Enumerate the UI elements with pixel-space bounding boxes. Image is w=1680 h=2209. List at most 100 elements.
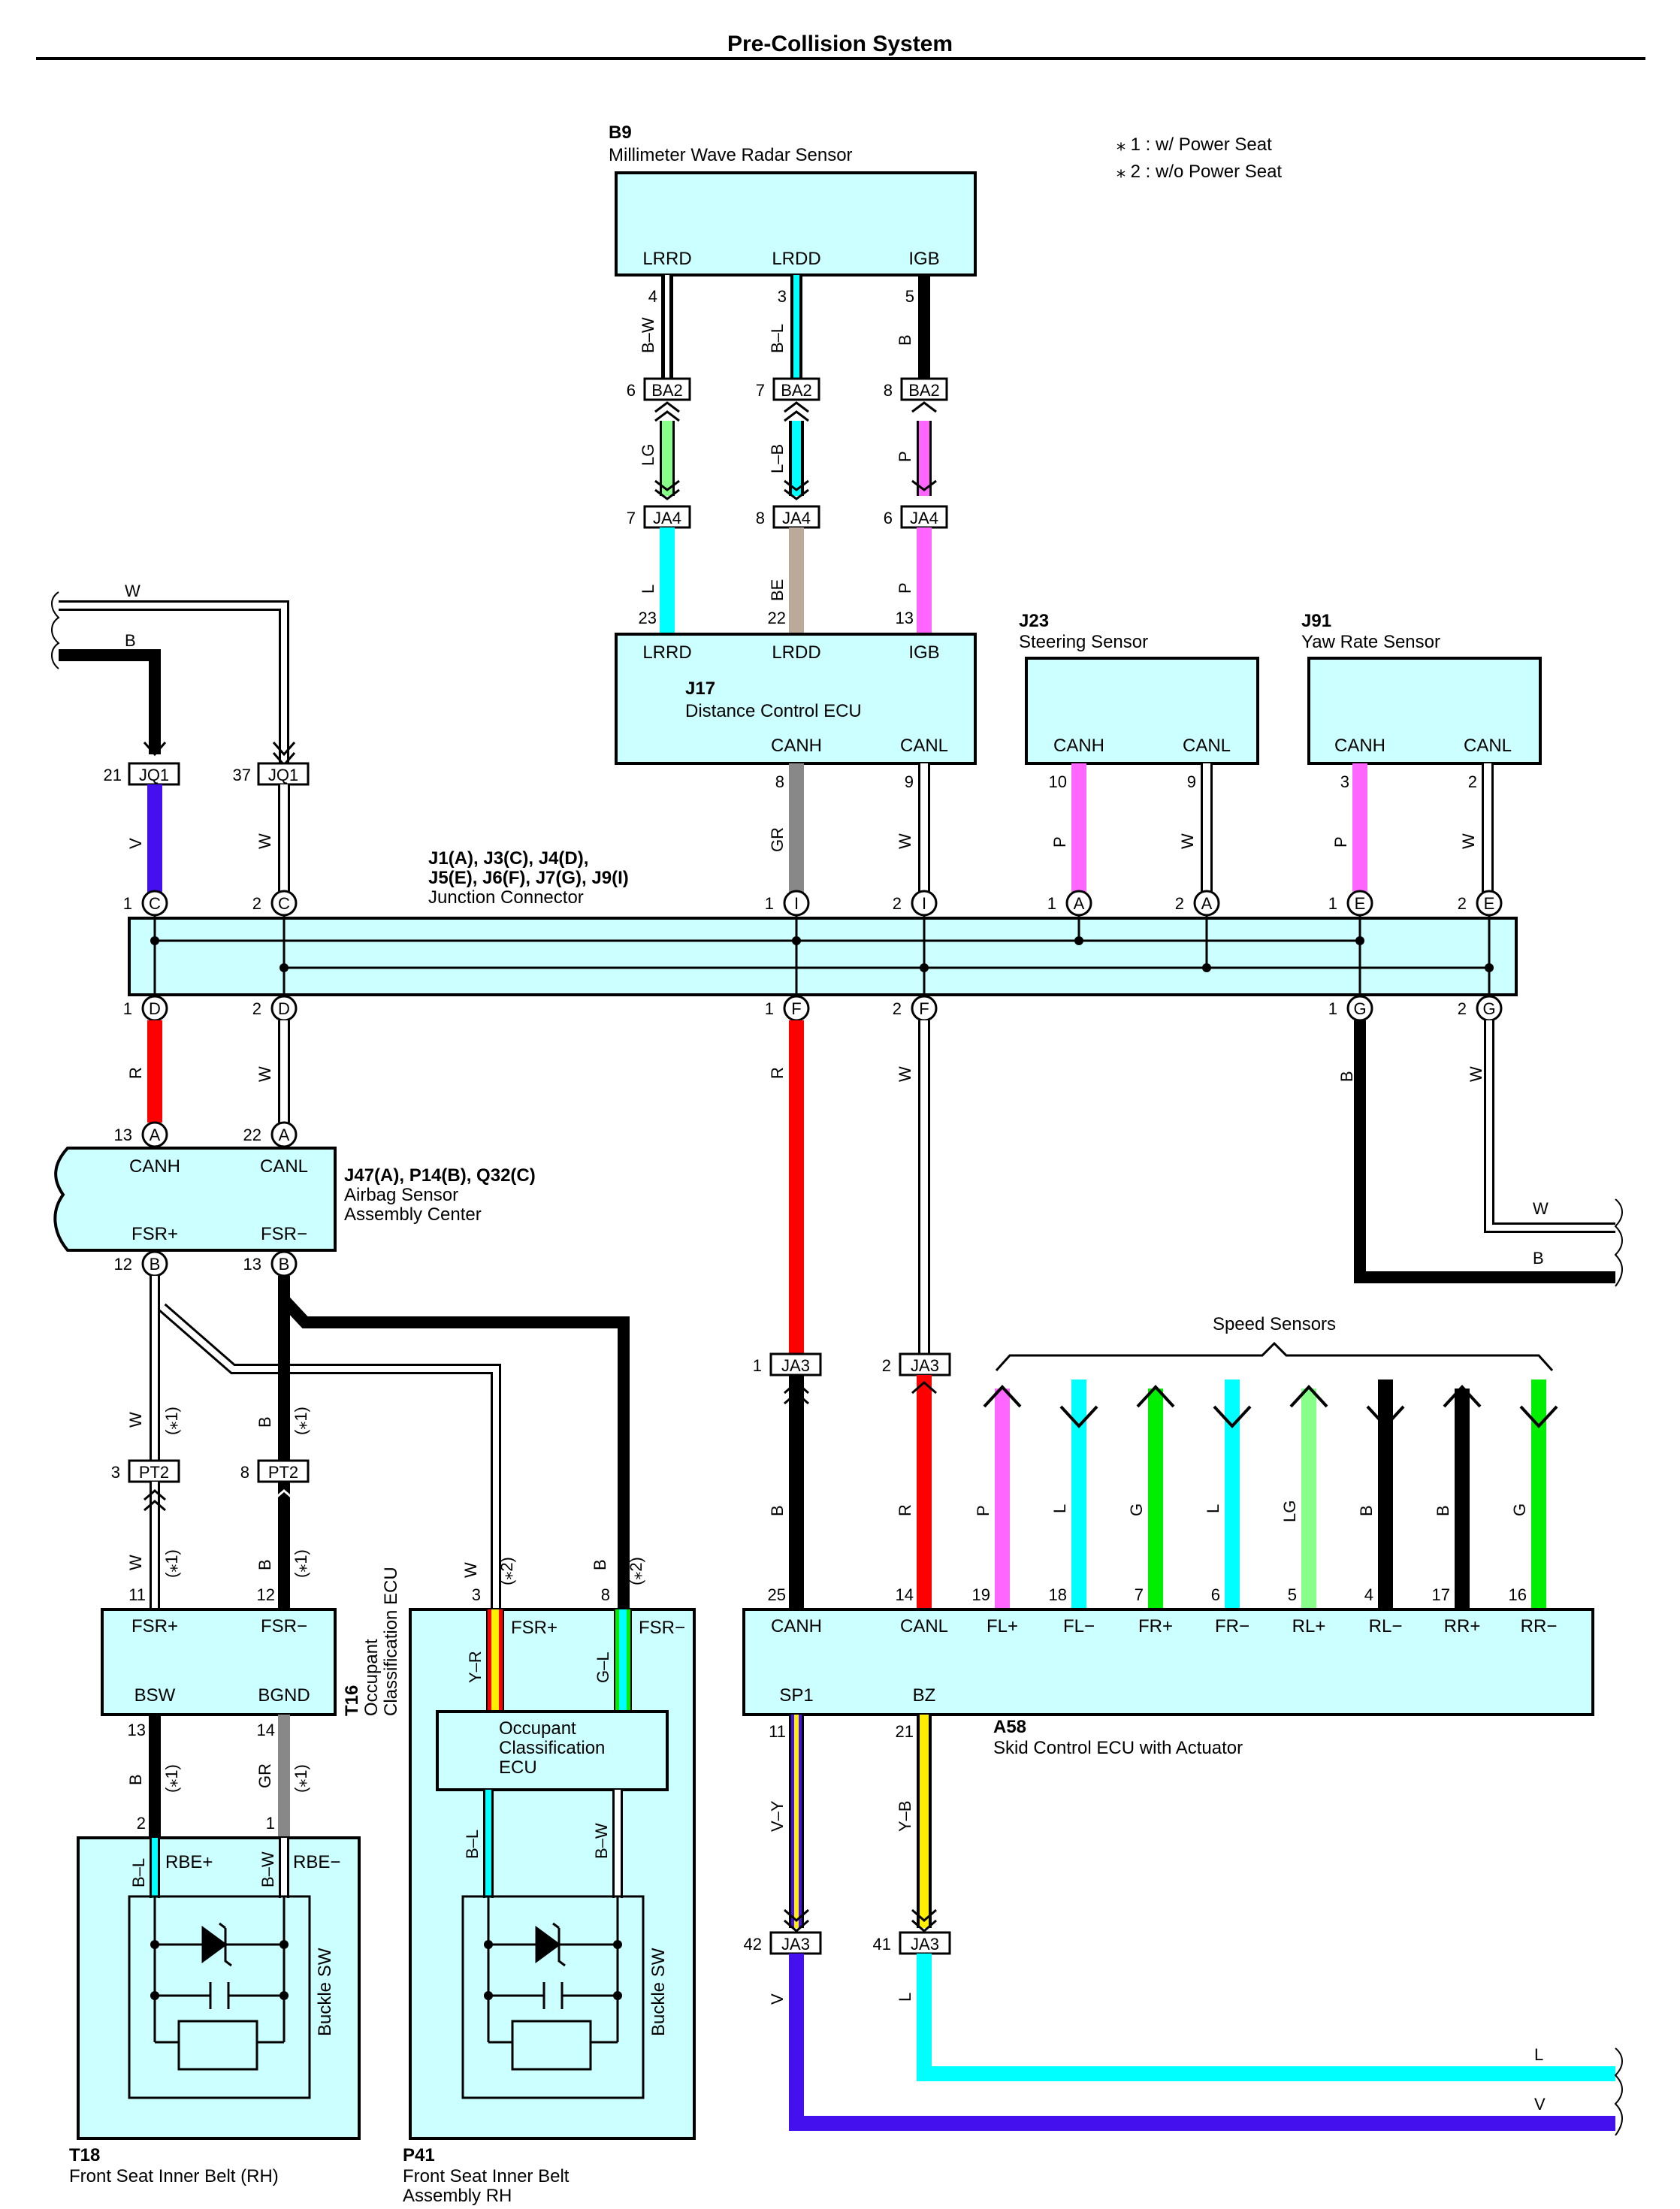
buckle-switch-t18 bbox=[128, 1895, 311, 2099]
j91-pin-canl: CANL bbox=[1464, 736, 1512, 756]
wire-label-bl: B–L bbox=[768, 324, 787, 353]
a58-pin-canh: CANH bbox=[771, 1616, 822, 1636]
t16-code: T16 bbox=[342, 1685, 362, 1716]
j23-name: Steering Sensor bbox=[1019, 632, 1148, 652]
wire-label-b-right-h: B bbox=[1533, 1249, 1544, 1268]
j91-pin-canh: CANH bbox=[1334, 736, 1385, 756]
p41-code: P41 bbox=[403, 2145, 435, 2165]
wire-w-jq1 bbox=[278, 784, 290, 897]
airbag-name: Airbag Sensor bbox=[344, 1185, 458, 1205]
svg-text:2: 2 bbox=[252, 999, 261, 1018]
wire-label-lg: LG bbox=[639, 444, 657, 466]
airbag-pin-canl: CANL bbox=[260, 1156, 308, 1177]
svg-text:C: C bbox=[149, 894, 161, 913]
svg-text:41: 41 bbox=[873, 1935, 891, 1954]
speed-sensors-brace bbox=[995, 1341, 1554, 1372]
p41-inner-2: Classification bbox=[499, 1738, 605, 1758]
buckle-label-p41: Buckle SW bbox=[648, 1948, 669, 2036]
connector-ja3-3: JA3 42 bbox=[744, 1931, 822, 1955]
t18-pin-rbe-minus: RBE− bbox=[293, 1852, 340, 1872]
wire-label-p-fl: P bbox=[974, 1505, 993, 1516]
wire-label-b-rl: B bbox=[1357, 1505, 1376, 1516]
pin-14-t16: 14 bbox=[257, 1721, 275, 1739]
airbag-code: J47(A), P14(B), Q32(C) bbox=[344, 1165, 536, 1186]
pin-13-t16: 13 bbox=[128, 1721, 146, 1739]
svg-text:37: 37 bbox=[233, 766, 251, 784]
svg-text:8: 8 bbox=[240, 1463, 249, 1482]
wire-r-canh bbox=[789, 1020, 804, 1354]
wire-b-fsr-minus-p41 bbox=[279, 1295, 630, 1618]
pin-j23-9: 9 bbox=[1187, 772, 1196, 791]
wire-label-b-t16: B bbox=[126, 1774, 145, 1785]
svg-text:7: 7 bbox=[627, 509, 636, 527]
b9-name: Millimeter Wave Radar Sensor bbox=[609, 145, 853, 165]
svg-text:JA4: JA4 bbox=[910, 509, 938, 527]
wire-label-b-a58: B bbox=[768, 1505, 787, 1516]
wire-label-yr: Y–R bbox=[466, 1651, 485, 1683]
t16-pin-fsr-minus: FSR− bbox=[261, 1616, 307, 1636]
svg-text:2: 2 bbox=[882, 1356, 891, 1375]
a58-pins: CANH CANL FL+ FL− FR+ FR− RL+ RL− RR+ RR… bbox=[771, 1616, 1557, 1706]
wire-b-right bbox=[1354, 1020, 1615, 1283]
legend-note-1: ⁎ 1 : w/ Power Seat bbox=[1116, 134, 1272, 155]
t18-pin-rbe-plus: RBE+ bbox=[165, 1852, 213, 1872]
note-n1-e: (⁎1) bbox=[162, 1764, 181, 1793]
wire-label-b-pt2: B bbox=[255, 1559, 274, 1570]
wire-l-bottom bbox=[917, 1954, 1615, 2081]
t16-pin-bsw: BSW bbox=[134, 1685, 176, 1706]
wire-label-p2: P bbox=[896, 582, 914, 594]
t16-ecu-box bbox=[101, 1608, 337, 1716]
wire-label-r-airbag: R bbox=[126, 1067, 145, 1079]
wire-label-v: V bbox=[126, 838, 145, 849]
svg-text:18: 18 bbox=[1049, 1585, 1067, 1604]
connector-ja4-1: JA4 7 bbox=[627, 505, 691, 529]
svg-text:G: G bbox=[1353, 999, 1366, 1018]
svg-text:6: 6 bbox=[627, 381, 636, 400]
b9-pin-lrrd: LRRD bbox=[642, 249, 691, 269]
wire-label-b-top: B bbox=[125, 631, 136, 650]
wire-label-gr-t16: GR bbox=[255, 1763, 274, 1788]
wire-label-p-j91: P bbox=[1331, 836, 1350, 848]
svg-text:JQ1: JQ1 bbox=[139, 766, 169, 784]
wire-label-w-pt2: W bbox=[126, 1555, 145, 1570]
pin-j17-9: 9 bbox=[905, 772, 914, 791]
wire-l-radar bbox=[660, 527, 675, 634]
svg-text:A: A bbox=[1201, 894, 1213, 913]
wire-label-b-right: B bbox=[1337, 1071, 1356, 1082]
b9-pin-igb: IGB bbox=[908, 249, 939, 269]
svg-text:A: A bbox=[150, 1126, 161, 1144]
pin-11: 11 bbox=[128, 1585, 146, 1604]
pin-j23-10: 10 bbox=[1049, 772, 1067, 791]
connector-ba2-2: BA2 7 bbox=[756, 377, 820, 401]
wire-label-l: L bbox=[639, 585, 657, 594]
wire-label-w-airbag: W bbox=[255, 1066, 274, 1082]
wire-label-bl-p41: B–L bbox=[463, 1830, 482, 1859]
svg-text:2: 2 bbox=[893, 894, 902, 913]
svg-text:D: D bbox=[278, 999, 290, 1018]
svg-text:F: F bbox=[791, 999, 801, 1018]
wire-p-j91 bbox=[1352, 763, 1367, 896]
wire-yr-p41 bbox=[486, 1609, 504, 1710]
wire-lb-radar bbox=[784, 401, 809, 500]
svg-text:1: 1 bbox=[765, 999, 774, 1018]
a58-code: A58 bbox=[993, 1717, 1026, 1737]
svg-text:1: 1 bbox=[753, 1356, 762, 1375]
svg-text:JQ1: JQ1 bbox=[268, 766, 298, 784]
wire-label-bw-t18: B–W bbox=[258, 1851, 277, 1887]
airbag-pin-fsr-plus: FSR+ bbox=[131, 1224, 178, 1244]
svg-text:5: 5 bbox=[1288, 1585, 1297, 1604]
wire-label-w-fsr: W bbox=[126, 1412, 145, 1428]
t16-name: Occupant bbox=[361, 1639, 382, 1716]
wire-bw-t18 bbox=[279, 1838, 289, 1898]
svg-text:22: 22 bbox=[243, 1126, 261, 1144]
t16-name-2: Classification ECU bbox=[381, 1567, 401, 1716]
wire-v-bottom bbox=[789, 1954, 1615, 2131]
wire-p-j23 bbox=[1071, 763, 1086, 896]
wire-label-p-j23: P bbox=[1050, 836, 1069, 848]
j23-code: J23 bbox=[1019, 611, 1049, 631]
connector-ja3-1: JA3 1 bbox=[753, 1352, 822, 1376]
wire-w-pt2-t16 bbox=[144, 1482, 166, 1609]
junction-code-1: J1(A), J3(C), J4(D), bbox=[428, 848, 588, 869]
b9-code: B9 bbox=[609, 122, 632, 143]
